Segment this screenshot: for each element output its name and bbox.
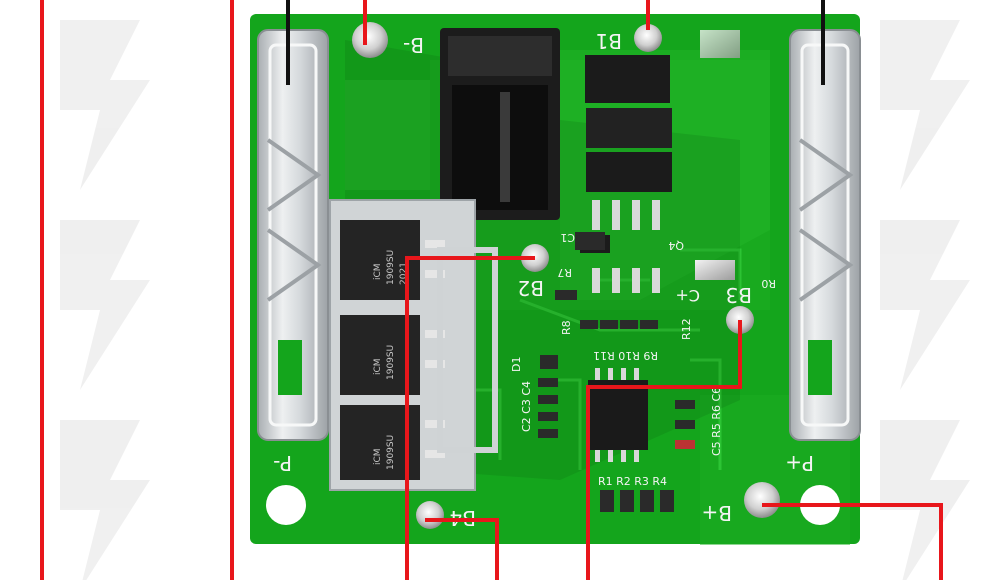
label-r9-r10-r11: R9 R10 R11	[593, 349, 658, 362]
mosfet-3-brand: iCM	[373, 448, 383, 465]
mosfet-2-brand: iCM	[373, 358, 383, 375]
mosfet-1-part: 1909SU	[386, 250, 396, 285]
p-plus-terminal	[789, 29, 861, 441]
watermark	[60, 20, 970, 580]
label-r8: R8	[560, 320, 573, 335]
power-connector	[440, 28, 560, 220]
label-r12: R12	[680, 318, 693, 340]
label-c5-r5-r6-c6: C5 R5 R6 C6	[710, 387, 723, 456]
smd-passives	[538, 232, 695, 512]
label-b2: B2	[518, 276, 544, 300]
protection-ic	[588, 368, 648, 462]
label-b1: B1	[596, 29, 622, 53]
mosfet-1-date: 2021	[399, 262, 409, 285]
label-c2-c3-c4: C2 C3 C4	[520, 381, 533, 432]
label-r0: R0	[761, 277, 776, 290]
label-r1-r2-r3-r4: R1 R2 R3 R4	[598, 475, 667, 488]
label-b-plus: B+	[702, 501, 732, 525]
label-c1: C1	[560, 231, 575, 244]
p-minus-terminal	[257, 29, 329, 441]
label-p-plus: P+	[785, 451, 814, 475]
label-q4: Q4	[668, 239, 684, 252]
label-b3: B3	[726, 283, 752, 307]
mosfet-3-part: 1909SU	[386, 435, 396, 470]
mosfet-1-brand: iCM	[373, 263, 383, 280]
leader-lines	[40, 0, 943, 580]
label-c-plus: C+	[675, 286, 700, 305]
silkscreen: B- B1 B2 B3 B4 B+ P- P+ C+ Q4 R0 R12 R9 …	[273, 29, 814, 530]
label-b-minus: B-	[403, 33, 424, 57]
label-r7: R7	[557, 266, 572, 279]
black-leader-lines	[286, 0, 825, 85]
mosfet-2-part: 1909SU	[386, 345, 396, 380]
label-p-minus: P-	[273, 451, 292, 475]
left-mosfets: iCM 1909SU 2021 iCM 1909SU iCM 1909SU	[329, 199, 498, 491]
label-d1: D1	[510, 357, 523, 372]
